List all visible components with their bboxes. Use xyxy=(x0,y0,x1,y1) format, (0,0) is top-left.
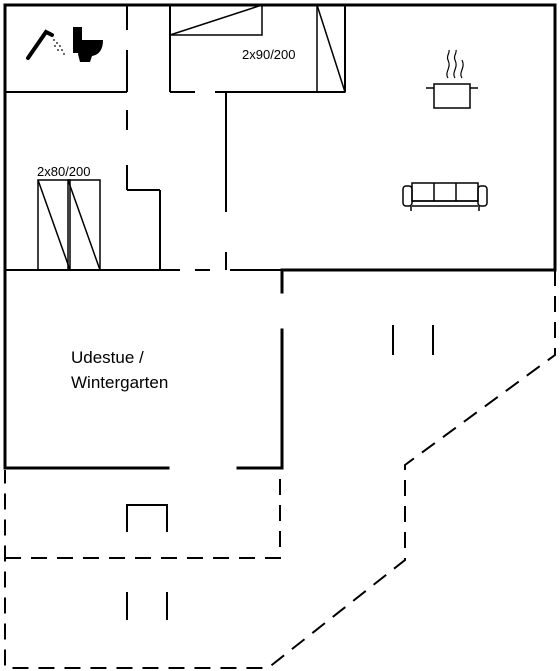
cooking-pot-icon xyxy=(426,49,478,109)
sofa-icon xyxy=(402,182,488,211)
interior-walls xyxy=(5,5,346,271)
upper-bed-label: 2x90/200 xyxy=(242,47,296,62)
room-label-conservatory-de: Wintergarten xyxy=(71,373,168,392)
terrace-furniture xyxy=(126,325,434,620)
shower-icon xyxy=(26,29,65,60)
toilet-icon xyxy=(73,27,103,62)
terrace-outline xyxy=(4,270,556,669)
upper-bed xyxy=(169,4,346,93)
house-walls xyxy=(3,3,557,470)
room-label-conservatory-da: Udestue / xyxy=(71,348,144,367)
left-beds xyxy=(37,179,101,271)
left-bed-label: 2x80/200 xyxy=(37,164,91,179)
